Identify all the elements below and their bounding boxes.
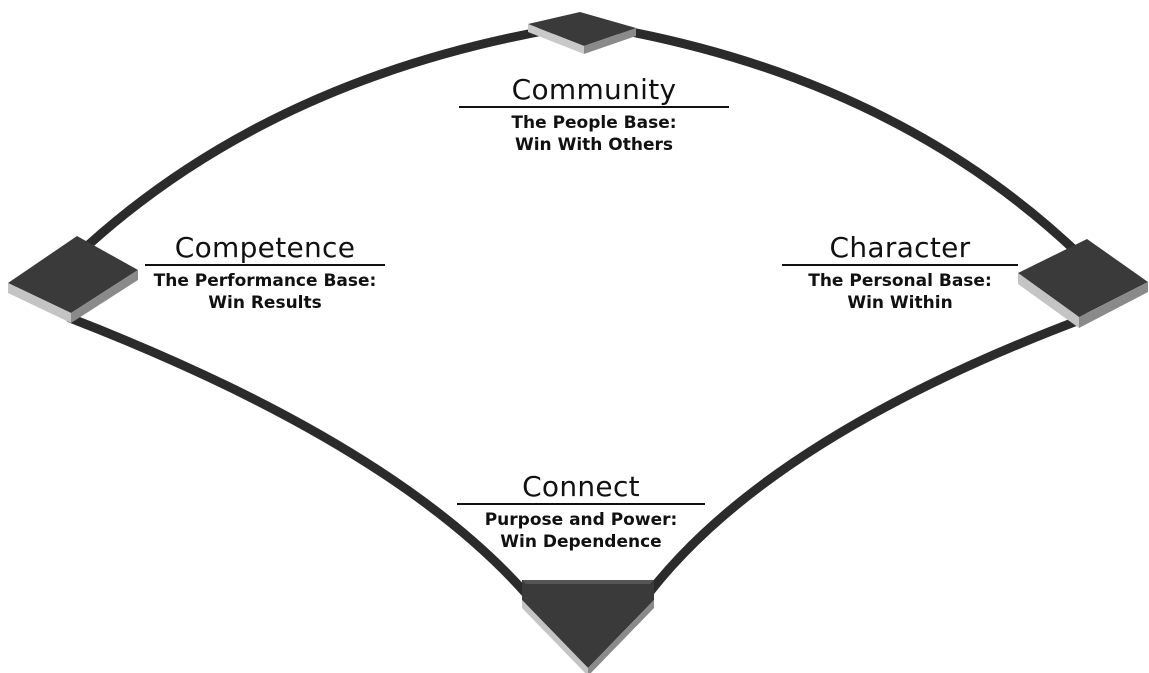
baseline-character-connect — [635, 313, 1090, 610]
character-title: Character — [829, 231, 971, 264]
competence-divider — [145, 264, 385, 266]
character-divider — [782, 264, 1018, 266]
baseline-competence-connect — [65, 313, 545, 615]
character-base — [1018, 239, 1148, 328]
connect-subtitle-2: Win Dependence — [500, 532, 662, 552]
connect-title: Connect — [522, 470, 640, 503]
connect-label: Connect Purpose and Power: Win Dependenc… — [456, 472, 706, 553]
connect-divider — [457, 503, 705, 505]
competence-label: Competence The Performance Base: Win Res… — [140, 233, 390, 314]
character-label: Character The Personal Base: Win Within — [780, 233, 1020, 314]
competence-subtitle-2: Win Results — [208, 293, 322, 313]
baseline-competence-community — [65, 23, 565, 267]
connect-base — [522, 580, 654, 673]
competence-base — [8, 236, 138, 323]
competence-subtitle-1: The Performance Base: — [153, 271, 377, 291]
community-subtitle-2: Win With Others — [514, 135, 674, 155]
connect-subtitle-1: Purpose and Power: — [484, 510, 678, 530]
competence-title: Competence — [174, 231, 356, 264]
community-title: Community — [511, 73, 677, 106]
community-base — [528, 12, 636, 54]
community-label: Community The People Base: Win With Othe… — [459, 75, 729, 156]
baseline-community-character — [605, 23, 1090, 265]
character-subtitle-1: The Personal Base: — [808, 271, 992, 291]
community-divider — [459, 106, 729, 108]
community-subtitle-1: The People Base: — [511, 113, 677, 133]
character-subtitle-2: Win Within — [847, 293, 953, 313]
